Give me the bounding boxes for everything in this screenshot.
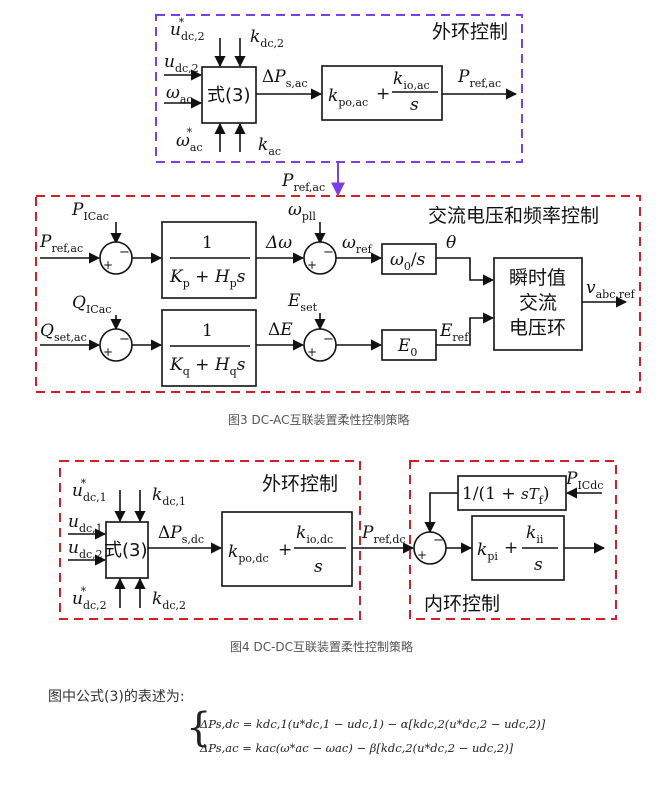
fig3-label-theta: θ: [446, 233, 456, 253]
fig4-label-pref-dc: Pref,dc: [361, 523, 406, 546]
fig3-outer-title: 外环控制: [432, 21, 508, 43]
eq-ac: ΔPs,ac = kac(ω*ac − ωac) − β[kdc,2(u*dc,…: [199, 741, 514, 755]
fig3-sum-p-minus: −: [119, 245, 130, 260]
fig3-label-omega-pll: ωpll: [288, 200, 316, 223]
fig3-inst-loop-line3: 电压环: [509, 317, 566, 339]
fig3-label-pref-link: Pref,ac: [281, 171, 325, 194]
fig3-sum-q-plus: +: [103, 345, 113, 359]
fig3-sum-p-plus: +: [103, 258, 113, 272]
fig3-sum-e-plus: +: [307, 345, 317, 359]
fig3-e0-label: E0: [397, 336, 417, 359]
fig3-droop-q-den: Kq + Hqs: [169, 355, 246, 378]
fig3-pi-ac-plus: +: [376, 84, 390, 104]
fig3-sum-omega-minus: −: [323, 245, 334, 260]
fig3-droop-q-num: 1: [202, 321, 213, 341]
fig4-label-kdc2: kdc,2: [152, 589, 186, 612]
fig4-pi-dc-plus: +: [278, 540, 292, 560]
fig3-e0-block: [381, 329, 437, 361]
fig3-label-pref-in: Pref,ac: [39, 232, 83, 255]
fig4-sum-inner-minus: −: [433, 533, 444, 548]
fig3-pi-ac-s: s: [410, 95, 419, 115]
fig3-label-v-out: vabc,ref: [586, 278, 636, 301]
fig3-label-udc2star: udc,2*: [170, 16, 205, 43]
fig4-pi-dc-s: s: [314, 557, 323, 577]
fig3-inner-title: 交流电压和频率控制: [428, 205, 599, 227]
fig3-droop-p-block: [161, 221, 257, 299]
fig4-inner-title: 内环控制: [424, 593, 500, 615]
fig3-inst-loop-line2: 交流: [519, 292, 557, 314]
eq-note: 图中公式(3)的表述为:: [48, 689, 185, 705]
fig3-arrow-theta: [436, 257, 495, 286]
fig3-label-de: ΔE: [268, 320, 293, 340]
fig3-label-q-icac: QICac: [72, 293, 111, 316]
fig3-pi-ac-kp: kpo,ac: [328, 86, 368, 109]
fig4-eq3-label: 式(3): [104, 540, 148, 561]
fig3-inst-loop-line1: 瞬时值: [509, 267, 566, 289]
fig4-label-udc2: udc,2: [68, 538, 103, 561]
fig4-label-udc1: udc,1: [68, 512, 103, 535]
fig4-arrow-feedback: [424, 492, 458, 534]
fig3-inner-loop-frame: [35, 195, 641, 393]
fig3-pi-ac-block: [321, 65, 443, 121]
fig3-sum-omega-plus: +: [307, 258, 317, 272]
fig3-label-omega-ac-star: ωac*: [176, 126, 203, 154]
fig4-pi-inner-plus: +: [504, 538, 518, 558]
fig4-label-udc1star: udc,1*: [72, 477, 107, 504]
fig4-pi-inner-ki: kii: [526, 523, 544, 546]
fig4-filter-label: 1/(1 + sTf): [462, 484, 549, 507]
eq-dc: ΔPs,dc = kdc,1(u*dc,1 − udc,1) − α[kdc,2…: [199, 717, 546, 731]
fig3-integrator-block: [381, 243, 437, 275]
fig3-pi-ac-ki: kio,ac: [393, 69, 430, 92]
fig3-caption: 图3 DC-AC互联装置柔性控制策略: [228, 412, 410, 427]
fig4-sum-inner-plus: +: [417, 548, 427, 562]
fig3-droop-p-den: Kp + Hps: [169, 267, 246, 290]
fig4-label-dps-dc: ΔPs,dc: [158, 523, 204, 546]
fig3-label-omega-ref: ωref: [342, 233, 373, 256]
fig3-arrow-eref: [436, 312, 495, 346]
fig3-droop-q-block: [161, 309, 257, 387]
fig4-eq3-block: [105, 521, 149, 579]
fig3-eq3-block: [201, 66, 257, 124]
fig4-pi-dc-block: [221, 511, 353, 587]
fig3-label-eref: Eref: [439, 321, 469, 344]
fig4-caption: 图4 DC-DC互联装置柔性控制策略: [230, 639, 413, 654]
fig3-label-eset: Eset: [287, 291, 318, 314]
fig3-eq3-label: 式(3): [207, 85, 251, 106]
fig3-label-kac: kac: [258, 135, 281, 158]
fig3-inst-loop-block: [493, 257, 583, 351]
fig4-pi-dc-kp: kpo,dc: [228, 542, 269, 565]
fig4-pi-inner-kp: kpi: [477, 540, 498, 563]
fig3-label-omega-ac: ωac: [166, 83, 193, 106]
fig3-label-dps-ac: ΔPs,ac: [262, 67, 308, 90]
fig3-label-qset: Qset,ac: [40, 321, 87, 344]
fig3-label-p-icac: PICac: [71, 200, 109, 223]
fig3-droop-p-num: 1: [202, 233, 213, 253]
fig3-sum-q-minus: −: [119, 332, 130, 347]
fig4-inner-loop-frame: [409, 460, 617, 620]
fig4-pi-dc-ki: kio,dc: [296, 523, 333, 546]
fig4-pi-inner-s: s: [534, 555, 543, 575]
fig3-sum-e-minus: −: [323, 332, 334, 347]
fig3-label-pref-out: Pref,ac: [457, 67, 501, 90]
fig3-label-domega: Δω: [265, 233, 292, 253]
fig4-label-p-icdc: PICdc: [565, 469, 603, 492]
eq-brace: {: [186, 705, 211, 751]
fig3-label-udc2: udc,2: [164, 52, 199, 75]
fig4-outer-loop-frame: [59, 460, 361, 620]
fig3-integrator-label: ω0/s: [390, 250, 426, 273]
fig4-label-udc2star: udc,2*: [72, 585, 107, 612]
fig4-outer-title: 外环控制: [262, 473, 338, 495]
fig3-label-kdc2: kdc,2: [250, 27, 284, 50]
fig4-label-kdc1: kdc,1: [152, 485, 186, 508]
